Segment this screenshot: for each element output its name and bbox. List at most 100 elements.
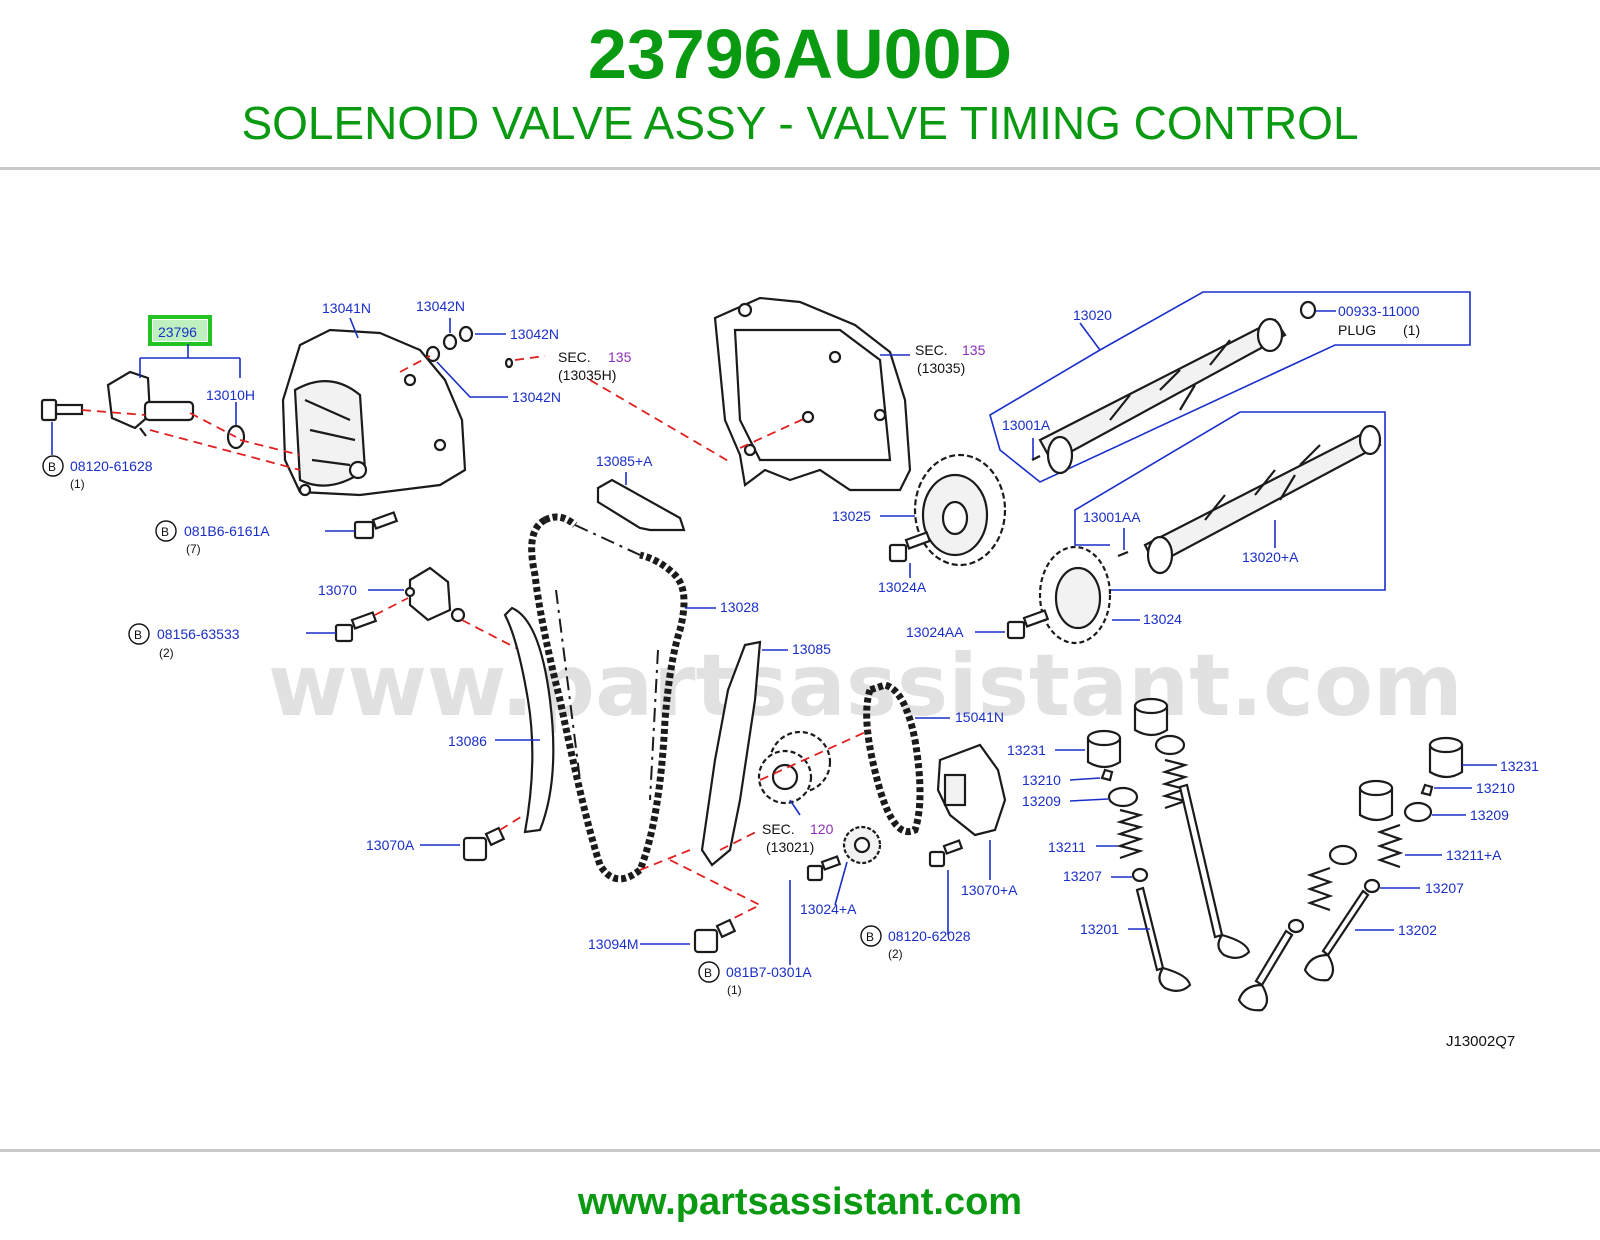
header: 23796AU00D SOLENOID VALVE ASSY - VALVE T… xyxy=(0,0,1600,170)
valve-seal-part xyxy=(1363,878,1381,894)
bolt-part xyxy=(40,398,84,422)
callout-13024A[interactable]: 13024A xyxy=(878,579,927,595)
callout-13024[interactable]: 13024 xyxy=(1143,611,1182,627)
bolt-marker-icon xyxy=(128,623,150,645)
qty-08120-62028: (2) xyxy=(888,947,903,961)
bolt-marker-letter: B xyxy=(134,628,142,642)
chain-hidden-line xyxy=(555,589,659,801)
callout-13202[interactable]: 13202 xyxy=(1398,922,1437,938)
valve-lifter-part xyxy=(1133,697,1169,737)
vtc-sprocket-part xyxy=(913,453,1007,567)
callout-13207-b[interactable]: 13207 xyxy=(1425,880,1464,896)
callout-08120-62028[interactable]: 08120-62028 xyxy=(888,928,971,944)
bolt-marker-icon xyxy=(42,455,64,477)
plug-part xyxy=(1299,300,1317,320)
callout-13201[interactable]: 13201 xyxy=(1080,921,1119,937)
exhaust-camshaft-part xyxy=(1143,424,1382,575)
callout-13024AA[interactable]: 13024AA xyxy=(906,624,964,640)
callout-13085A[interactable]: 13085+A xyxy=(596,453,653,469)
guide-bolt-part xyxy=(693,918,737,954)
qty-08156-63533: (2) xyxy=(159,646,174,660)
callout-15041N[interactable]: 15041N xyxy=(955,709,1004,725)
section-number-1[interactable]: 135 xyxy=(608,349,632,365)
spring-retainer-part xyxy=(1154,734,1186,756)
callout-13086[interactable]: 13086 xyxy=(448,733,487,749)
spring-retainer-part xyxy=(1328,844,1358,866)
callout-13211[interactable]: 13211 xyxy=(1048,839,1086,855)
valve-lifter-part xyxy=(1086,729,1122,769)
callout-08120-61628[interactable]: 08120-61628 xyxy=(70,458,153,474)
section-label-1: SEC. xyxy=(558,349,591,365)
callout-13042N-a[interactable]: 13042N xyxy=(416,298,465,314)
chain-hidden-line xyxy=(574,524,641,556)
callout-00933-11000[interactable]: 00933-11000 xyxy=(1338,303,1420,319)
timing-chain-part xyxy=(528,516,688,883)
callout-13020A[interactable]: 13020+A xyxy=(1242,549,1299,565)
watermark-text: www.partsassistant.com xyxy=(268,636,1463,736)
header-divider xyxy=(0,167,1600,170)
bolt-part xyxy=(928,839,964,868)
callout-081B7-0301A[interactable]: 081B7-0301A xyxy=(726,964,812,980)
callout-13024A-plus[interactable]: 13024+A xyxy=(800,901,857,917)
washer-part xyxy=(458,325,474,343)
callout-13025[interactable]: 13025 xyxy=(832,508,871,524)
callout-08156-63533[interactable]: 08156-63533 xyxy=(157,626,240,642)
callout-13041N[interactable]: 13041N xyxy=(322,300,371,316)
bolt-marker-icon xyxy=(155,520,177,542)
callout-13070[interactable]: 13070 xyxy=(318,582,357,598)
bolt-marker-letter: B xyxy=(161,525,169,539)
callout-13207-a[interactable]: 13207 xyxy=(1063,868,1102,884)
valve-lifter-part xyxy=(1428,736,1464,779)
qty-081B7-0301A: (1) xyxy=(727,983,742,997)
bolt-marker-icon xyxy=(698,961,720,983)
dowel-pin-part xyxy=(1031,455,1041,461)
solenoid-valve-part[interactable] xyxy=(106,370,195,437)
spring-retainer-part xyxy=(1107,786,1139,808)
callout-13209-b[interactable]: 13209 xyxy=(1470,807,1509,823)
dowel-pin-part xyxy=(1117,550,1129,558)
section-number-3[interactable]: 120 xyxy=(810,821,834,837)
callout-13010H[interactable]: 13010H xyxy=(206,387,255,403)
bolt-marker-icon xyxy=(860,925,882,947)
guide-bolt-part xyxy=(462,826,506,862)
qty-08120-61628: (1) xyxy=(70,477,85,491)
callout-13042N-b[interactable]: 13042N xyxy=(510,326,559,342)
plug-qty: (1) xyxy=(1403,322,1420,338)
callout-13042N-c[interactable]: 13042N xyxy=(512,389,561,405)
valve-spring-part xyxy=(1376,823,1404,869)
callout-13231-b[interactable]: 13231 xyxy=(1500,758,1539,774)
callout-13210-a[interactable]: 13210 xyxy=(1022,772,1061,788)
plug-label: PLUG xyxy=(1338,322,1376,338)
intake-valve-part xyxy=(1135,783,1251,992)
callout-13210-b[interactable]: 13210 xyxy=(1476,780,1515,796)
callout-13028[interactable]: 13028 xyxy=(720,599,759,615)
section-label-2: SEC. xyxy=(915,342,948,358)
diagram-code: J13002Q7 xyxy=(1446,1033,1515,1050)
callout-13231-a[interactable]: 13231 xyxy=(1007,742,1046,758)
washer-part xyxy=(442,333,458,351)
qty-081B6-6161A: (7) xyxy=(186,542,201,556)
crank-sprocket-part xyxy=(757,730,832,805)
callout-13085[interactable]: 13085 xyxy=(792,641,831,657)
footer-url-link[interactable]: www.partsassistant.com xyxy=(577,1181,1023,1223)
callout-23796[interactable]: 23796 xyxy=(158,324,197,340)
callout-13211A[interactable]: 13211+A xyxy=(1446,847,1502,863)
callout-13001AA[interactable]: 13001AA xyxy=(1083,509,1141,525)
callout-13209-a[interactable]: 13209 xyxy=(1022,793,1061,809)
intake-camshaft-part xyxy=(1038,317,1287,475)
callout-13070A-plus[interactable]: 13070+A xyxy=(961,882,1018,898)
callout-13020[interactable]: 13020 xyxy=(1073,307,1112,323)
washer-part xyxy=(425,345,441,363)
section-number-2[interactable]: 135 xyxy=(962,342,986,358)
bolt-part xyxy=(806,855,842,882)
bolt-marker-letter: B xyxy=(866,930,874,944)
callout-081B6-6161A[interactable]: 081B6-6161A xyxy=(184,523,270,539)
callout-13001A[interactable]: 13001A xyxy=(1002,417,1051,433)
valve-spring-part xyxy=(1306,866,1334,912)
section-ref-2: (13035) xyxy=(917,360,965,376)
callout-13094M[interactable]: 13094M xyxy=(588,936,639,952)
callout-13070A[interactable]: 13070A xyxy=(366,837,415,853)
timing-chain-part xyxy=(543,513,578,528)
exhaust-valve-part xyxy=(1237,889,1370,1012)
part-number-title: 23796AU00D xyxy=(587,15,1013,93)
